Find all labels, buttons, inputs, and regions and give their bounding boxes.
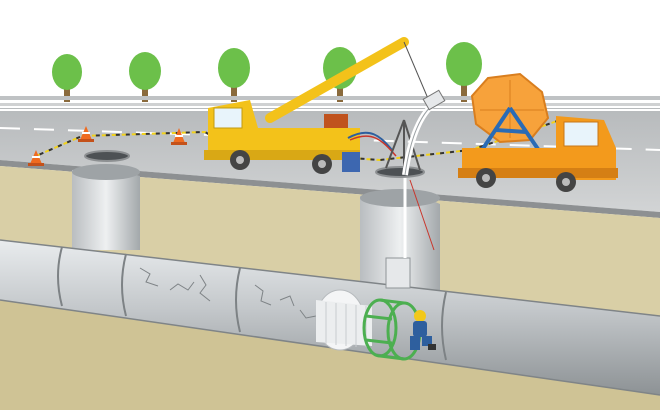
manhole-icon (375, 166, 425, 178)
right-manhole-shaft (360, 189, 440, 300)
road-near-edge (0, 160, 660, 218)
reel-truck-icon (458, 72, 618, 192)
chute-guide (422, 89, 446, 111)
traffic-cone-icon (78, 126, 94, 142)
winding-machine (385, 257, 411, 289)
winding-frame (362, 298, 422, 361)
tree-row (52, 42, 482, 102)
crane-truck-icon (204, 37, 433, 174)
traffic-cone-icon (171, 128, 187, 145)
tree-icon (218, 48, 250, 102)
sewer-pipe (0, 175, 660, 396)
pipe-cracks (139, 267, 317, 319)
tree-icon (52, 54, 82, 102)
liner-section (315, 289, 372, 351)
soil-lower (0, 300, 660, 410)
worker-icon (410, 310, 436, 350)
tree-icon (129, 52, 161, 102)
manhole-icon (84, 150, 130, 162)
left-manhole-shaft (72, 164, 140, 250)
road-center-line (0, 127, 660, 151)
traffic-cone-icon (28, 150, 44, 166)
power-cable (409, 179, 435, 251)
tree-icon (446, 42, 482, 102)
guard-rail (0, 96, 660, 106)
